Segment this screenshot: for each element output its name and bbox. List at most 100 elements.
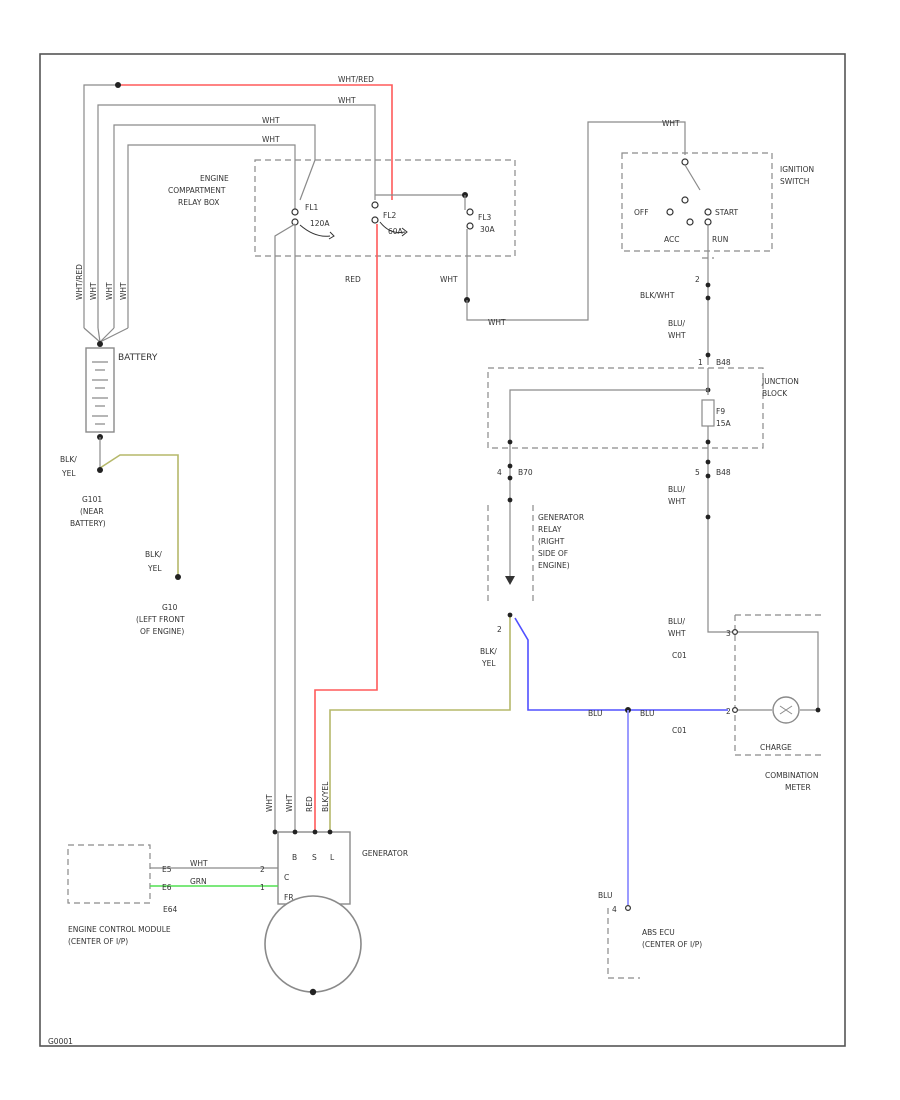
wire-label-blu-wht-3: BLU/ — [668, 617, 685, 626]
battery: BATTERY — [83, 327, 158, 468]
junction-to-relay-wire: 4 B70 — [497, 448, 533, 495]
wire-label-blu-1: BLU — [588, 709, 602, 718]
generator-feed-wires — [274, 285, 511, 830]
conn-b48-bot: B48 — [716, 468, 731, 477]
wire-label-red: RED — [345, 275, 361, 284]
wire-label-wht-top2: WHT — [262, 116, 280, 125]
conn-b48-top: B48 — [716, 358, 731, 367]
engine-control-module: E5 E6 WHT GRN 2 1 E64 ENGINE CONTROL MOD… — [67, 844, 278, 946]
battery-symbol — [85, 347, 115, 433]
relay-box: ENGINE COMPARTMENT RELAY BOX FL1 120A FL… — [168, 159, 516, 303]
wire-yellow-ground — [99, 454, 179, 575]
pin-4-b70: 4 — [497, 468, 502, 477]
wire-yellow-generator — [329, 615, 511, 830]
svg-text:WHT: WHT — [668, 331, 686, 340]
gen-wire-label-2: WHT — [285, 794, 294, 812]
svg-text:METER: METER — [785, 783, 811, 792]
meter-title-1: COMBINATION — [765, 771, 818, 780]
junction-to-meter-wire: 5 B48 BLU/ WHT BLU/ WHT — [668, 448, 735, 638]
wire-to-ignition: WHT WHT WHT — [440, 119, 686, 327]
generator-body — [264, 895, 362, 993]
fuse-fl3-amp: 30A — [480, 225, 496, 234]
svg-text:BATTERY): BATTERY) — [70, 519, 106, 528]
abs-label-1: ABS ECU — [642, 928, 675, 937]
wire-label-batt-wht-red: WHT/RED — [75, 264, 84, 300]
svg-text:YEL: YEL — [481, 659, 496, 668]
pin-2-ign: 2 — [695, 275, 700, 284]
svg-text:(RIGHT: (RIGHT — [538, 537, 565, 546]
pin-3-meter: 3 — [726, 629, 731, 638]
junction-fuse-amp: 15A — [716, 419, 732, 428]
wire-blue-charge — [514, 617, 728, 711]
pin-4-abs: 4 — [612, 905, 617, 914]
junction-block: JUNCTION BLOCK F9 15A — [487, 367, 799, 449]
svg-text:(LEFT FRONT: (LEFT FRONT — [136, 615, 185, 624]
wire-label-blu-wht-2: BLU/ — [668, 485, 685, 494]
fuse-fl3: FL3 — [478, 213, 491, 222]
ecm-pin-2: 2 — [260, 865, 265, 874]
ground-g10-label-1: G10 — [162, 603, 178, 612]
svg-text:YEL: YEL — [147, 564, 162, 573]
svg-text:RELAY BOX: RELAY BOX — [178, 198, 219, 207]
ecm-outline — [67, 844, 151, 904]
fuse-fl1: FL1 — [305, 203, 318, 212]
gen-wire-label-1: WHT — [265, 794, 274, 812]
combination-meter: C01 C01 3 2 CHARGE COMBINATION METER — [672, 614, 825, 792]
svg-text:OF ENGINE): OF ENGINE) — [140, 627, 184, 636]
wire-label-blk-yel-relay-1: BLK/ — [480, 647, 497, 656]
svg-text:ENGINE): ENGINE) — [538, 561, 570, 570]
wire-label-blk-yel-2: BLK/ — [145, 550, 162, 559]
meter-c01-top: C01 — [672, 651, 687, 660]
fuse-fl1-amp: 120A — [310, 219, 330, 228]
svg-text:WHT: WHT — [668, 497, 686, 506]
wire-label-blk-yel-1: BLK/ — [60, 455, 77, 464]
wire-label-batt-wht2: WHT — [105, 282, 114, 300]
meter-charge: CHARGE — [760, 743, 792, 752]
pin-1-jb: 1 — [698, 358, 703, 367]
svg-text:SIDE OF: SIDE OF — [538, 549, 568, 558]
svg-text:SWITCH: SWITCH — [780, 177, 809, 186]
ecm-e6: E6 — [162, 883, 172, 892]
junction-fuse-f9: F9 — [716, 407, 725, 416]
wire-red-main — [118, 84, 393, 200]
generator-relay: GENERATOR RELAY (RIGHT SIDE OF ENGINE) 2… — [480, 495, 584, 668]
ecm-label-1: ENGINE CONTROL MODULE — [68, 925, 171, 934]
ignition-switch-outline — [621, 152, 773, 252]
diagram-code: G0001 — [48, 1037, 73, 1046]
wire-label-wht-ign: WHT — [662, 119, 680, 128]
wire-label-batt-wht3: WHT — [119, 282, 128, 300]
ignition-switch: OFF START ACC RUN IGNITION SWITCH — [621, 152, 814, 252]
ignition-acc: ACC — [664, 235, 679, 244]
ground-g101-label-1: G101 — [82, 495, 102, 504]
fuse-fl2-amp: 60A — [388, 227, 404, 236]
blue-wires: BLU BLU BLU — [514, 617, 728, 905]
wire-label-wht-fl3: WHT — [440, 275, 458, 284]
svg-text:COMPARTMENT: COMPARTMENT — [168, 186, 226, 195]
svg-text:(CENTER OF I/P): (CENTER OF I/P) — [68, 937, 128, 946]
wire-label-blu-3: BLU — [598, 891, 612, 900]
ignition-run: RUN — [712, 235, 728, 244]
gen-relay-label-1: GENERATOR — [538, 513, 584, 522]
ecm-e5: E5 — [162, 865, 172, 874]
diagram-frame — [39, 53, 846, 1047]
ground-wires: BLK/ YEL BLK/ YEL G101 (NEAR BATTERY) G1… — [60, 454, 185, 636]
wire-label-wht-ecm: WHT — [190, 859, 208, 868]
svg-text:YEL: YEL — [61, 469, 76, 478]
svg-text:BLOCK: BLOCK — [762, 389, 788, 398]
wire-label-wht-top3: WHT — [262, 135, 280, 144]
pin-2-meter: 2 — [726, 707, 731, 716]
ecm-e64: E64 — [163, 905, 178, 914]
ignition-to-junction-wire: 2 BLK/WHT BLU/ WHT 1 B48 — [640, 252, 731, 367]
gen-pin-s: S — [312, 853, 317, 862]
svg-text:RELAY: RELAY — [538, 525, 562, 534]
wire-label-blk-wht-a: BLK/WHT — [640, 291, 675, 300]
svg-text:WHT: WHT — [668, 629, 686, 638]
wire-label-wht-top1: WHT — [338, 96, 356, 105]
abs-ecu: 4 ABS ECU (CENTER OF I/P) — [607, 904, 702, 979]
pin-2-relay: 2 — [497, 625, 502, 634]
pin-5-b48: 5 — [695, 468, 700, 477]
junction-block-outline — [487, 367, 764, 449]
ignition-title-1: IGNITION — [780, 165, 814, 174]
